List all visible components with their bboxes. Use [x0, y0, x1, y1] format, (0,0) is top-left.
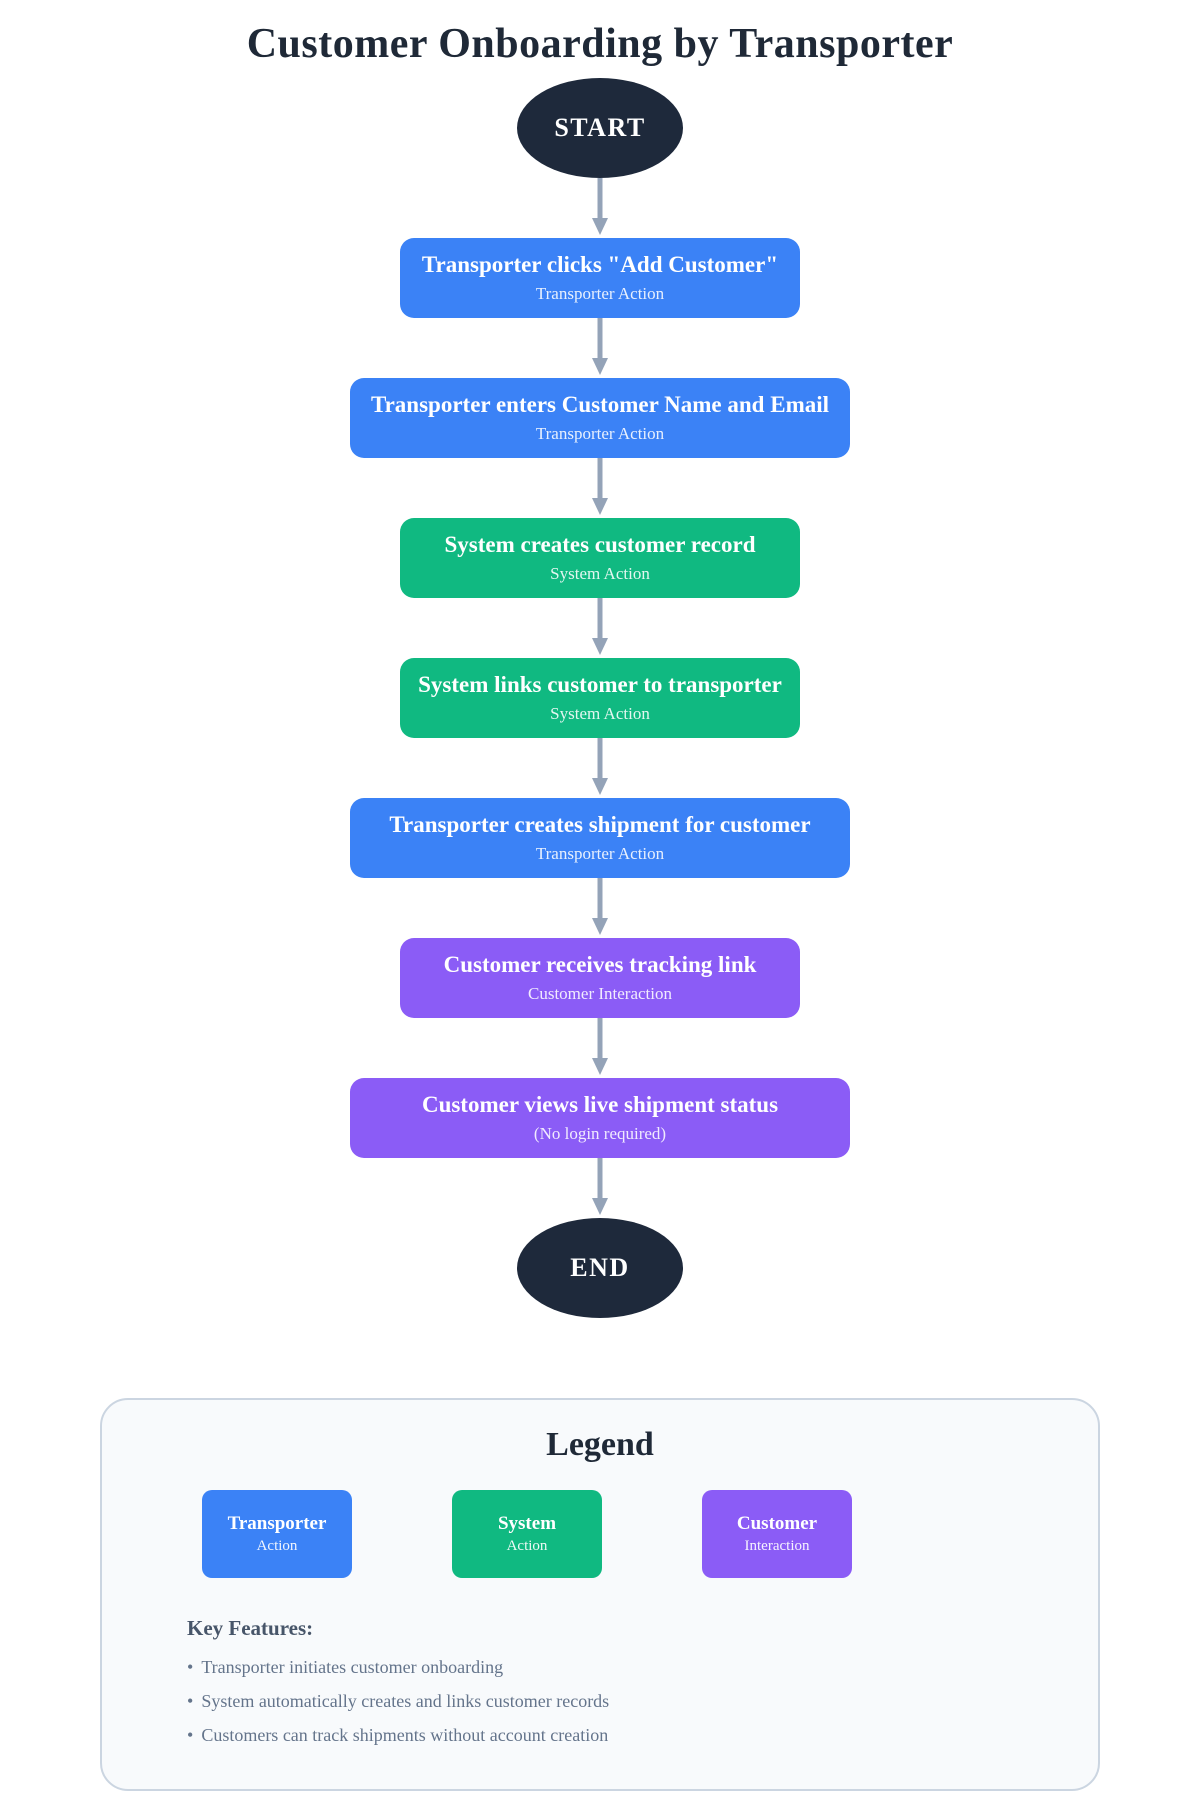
flow-step-title: Transporter clicks "Add Customer" [421, 252, 779, 278]
flow-step-title: System links customer to transporter [418, 672, 782, 698]
start-node: START [517, 78, 683, 178]
flow-arrow [592, 1158, 608, 1218]
arrow-down-icon [592, 878, 608, 935]
flow-arrow [592, 178, 608, 238]
legend-chip-title: Customer [736, 1513, 818, 1534]
flow-arrow [592, 1018, 608, 1078]
bullet-icon: • [187, 1657, 194, 1677]
end-node: END [517, 1218, 683, 1318]
legend-panel: Legend Transporter Action System Action … [100, 1398, 1100, 1791]
legend-chip: Customer Interaction [702, 1490, 852, 1578]
flow-step-title: Customer receives tracking link [443, 952, 757, 978]
legend-title: Legend [546, 1426, 654, 1463]
flow-step-subtitle: Transporter Action [535, 283, 665, 303]
feature-item: • Transporter initiates customer onboardi… [187, 1657, 998, 1678]
flow-step-title: Transporter creates shipment for custome… [389, 812, 811, 838]
flow-arrow [592, 878, 608, 938]
flow-arrow [592, 738, 608, 798]
legend-chip-title: Transporter [227, 1513, 327, 1534]
feature-text: Transporter initiates customer onboardin… [201, 1657, 504, 1677]
flow-step-subtitle: System Action [550, 563, 650, 583]
flow-step: Transporter clicks "Add Customer" Transp… [400, 238, 800, 318]
flow-step: Customer views live shipment status (No … [350, 1078, 850, 1158]
flow-step: System creates customer record System Ac… [400, 518, 800, 598]
flow-step: Customer receives tracking link Customer… [400, 938, 800, 1018]
legend-chip-subtitle: Interaction [744, 1538, 810, 1554]
flow-step-subtitle: Transporter Action [535, 843, 665, 863]
arrow-down-icon [592, 1158, 608, 1215]
arrow-down-icon [592, 738, 608, 795]
arrow-down-icon [592, 598, 608, 655]
flow-step-title: Transporter enters Customer Name and Ema… [370, 392, 830, 418]
flow-arrow [592, 318, 608, 378]
feature-text: System automatically creates and links c… [201, 1691, 610, 1711]
legend-chip-subtitle: Action [506, 1538, 548, 1554]
legend-chips: Transporter Action System Action Custome… [202, 1490, 1098, 1578]
flow-step-subtitle: System Action [550, 703, 650, 723]
arrow-down-icon [592, 178, 608, 235]
flow-step-title: System creates customer record [444, 532, 756, 558]
flow-step: System links customer to transporter Sys… [400, 658, 800, 738]
key-features-list: • Transporter initiates customer onboardi… [187, 1657, 998, 1746]
key-features-section: Key Features: • Transporter initiates cus… [187, 1616, 998, 1746]
bullet-icon: • [187, 1691, 194, 1711]
feature-item: • Customers can track shipments without a… [187, 1725, 998, 1746]
page-title: Customer Onboarding by Transporter [246, 21, 954, 67]
flow-step-title: Customer views live shipment status [421, 1092, 779, 1118]
flow-arrow [592, 598, 608, 658]
bullet-icon: • [187, 1725, 194, 1745]
flow-step-subtitle: Customer Interaction [528, 983, 672, 1003]
arrow-down-icon [592, 458, 608, 515]
flow-step-subtitle: (No login required) [533, 1123, 667, 1143]
feature-item: • System automatically creates and links … [187, 1691, 998, 1712]
flow-step-subtitle: Transporter Action [535, 423, 665, 443]
arrow-down-icon [592, 1018, 608, 1075]
flowchart: START Transporter clicks "Add Customer" … [0, 78, 1200, 1318]
feature-text: Customers can track shipments without ac… [201, 1725, 609, 1745]
arrow-down-icon [592, 318, 608, 375]
legend-chip: Transporter Action [202, 1490, 352, 1578]
flow-step: Transporter creates shipment for custome… [350, 798, 850, 878]
flow-arrow [592, 458, 608, 518]
legend-chip-title: System [497, 1513, 557, 1534]
flow-step: Transporter enters Customer Name and Ema… [350, 378, 850, 458]
legend-chip-subtitle: Action [256, 1538, 298, 1554]
key-features-heading: Key Features: [187, 1616, 314, 1640]
legend-chip: System Action [452, 1490, 602, 1578]
